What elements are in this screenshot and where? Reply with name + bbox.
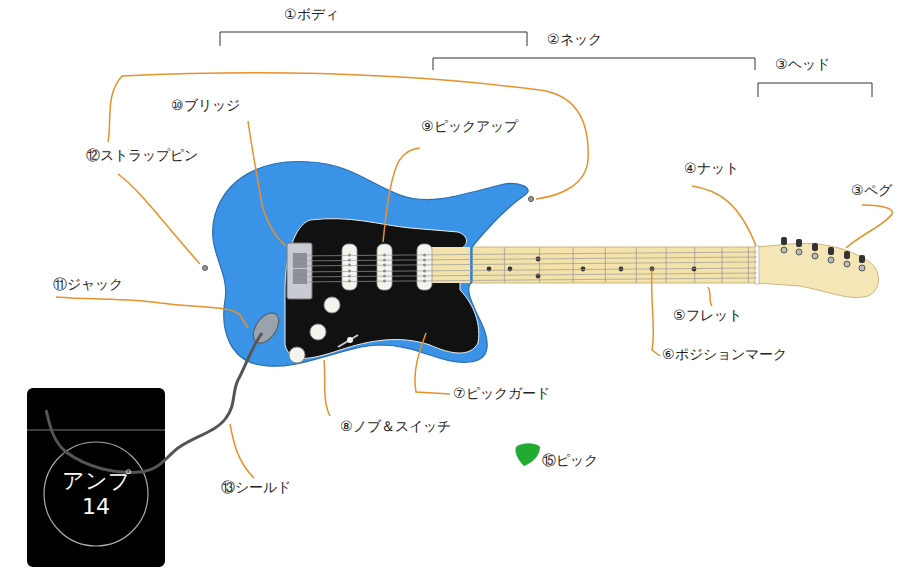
leader-line bbox=[56, 73, 892, 478]
callout-label: ⑪ジャック bbox=[53, 276, 123, 293]
pole-piece bbox=[348, 264, 351, 267]
callout-label: ④ナット bbox=[684, 160, 739, 177]
bracket bbox=[220, 32, 872, 97]
saddle bbox=[293, 279, 307, 284]
saddle bbox=[293, 263, 307, 268]
fret bbox=[636, 247, 637, 283]
callout-label: ③ペグ bbox=[851, 182, 892, 199]
pole-piece bbox=[348, 270, 351, 273]
callout-label: ⑩ブリッジ bbox=[171, 97, 240, 114]
callout-label: ⑤フレット bbox=[673, 307, 742, 324]
callout-label: ⑮ピック bbox=[542, 452, 598, 469]
callout-label: ⑬シールド bbox=[221, 479, 291, 496]
string bbox=[292, 262, 757, 266]
pickguard bbox=[285, 219, 479, 359]
pole-piece bbox=[348, 259, 351, 262]
callout-label: ①ボディ bbox=[284, 6, 339, 23]
jack bbox=[248, 308, 284, 347]
callout-label: ⑫ストラップピン bbox=[86, 147, 198, 164]
fret bbox=[504, 247, 505, 283]
fret bbox=[605, 247, 606, 283]
strap-pin bbox=[203, 266, 208, 271]
fret bbox=[666, 247, 667, 283]
amp-box: アンプ 14 bbox=[27, 388, 165, 567]
peg bbox=[781, 237, 787, 253]
string bbox=[292, 257, 757, 261]
pickup bbox=[342, 244, 432, 290]
callout-label: ⑦ピックガード bbox=[453, 385, 550, 402]
saddle bbox=[293, 269, 307, 274]
fret bbox=[573, 247, 574, 283]
switch-tip bbox=[347, 337, 353, 343]
pick bbox=[515, 443, 540, 466]
saddle bbox=[293, 274, 307, 279]
pole-piece bbox=[348, 275, 351, 278]
knob bbox=[289, 297, 340, 363]
callout-label: ③ヘッド bbox=[775, 56, 830, 73]
peg bbox=[796, 239, 802, 255]
peg bbox=[844, 251, 850, 267]
amp-speaker bbox=[44, 442, 148, 546]
cable bbox=[46, 333, 262, 472]
string bbox=[292, 252, 757, 256]
callout-label: ②ネック bbox=[547, 31, 602, 48]
callout-label: ⑨ピックアップ bbox=[421, 118, 518, 135]
pole-piece bbox=[348, 280, 351, 283]
pole-piece bbox=[348, 254, 351, 257]
peg bbox=[828, 247, 834, 263]
saddle bbox=[293, 253, 307, 258]
amp-label: アンプ 14 bbox=[56, 468, 136, 521]
string bbox=[292, 273, 757, 277]
strap-pin bbox=[529, 197, 534, 202]
bridge bbox=[287, 243, 312, 299]
callout-label: ⑥ポジションマーク bbox=[662, 346, 787, 363]
saddle bbox=[293, 258, 307, 263]
headstock bbox=[757, 243, 879, 297]
callout-label: ⑧ノブ＆スイッチ bbox=[340, 418, 451, 435]
peg bbox=[859, 255, 865, 271]
string bbox=[292, 278, 757, 282]
peg bbox=[812, 243, 818, 259]
string bbox=[292, 268, 757, 272]
switch bbox=[338, 335, 358, 347]
amp-line bbox=[27, 430, 165, 431]
